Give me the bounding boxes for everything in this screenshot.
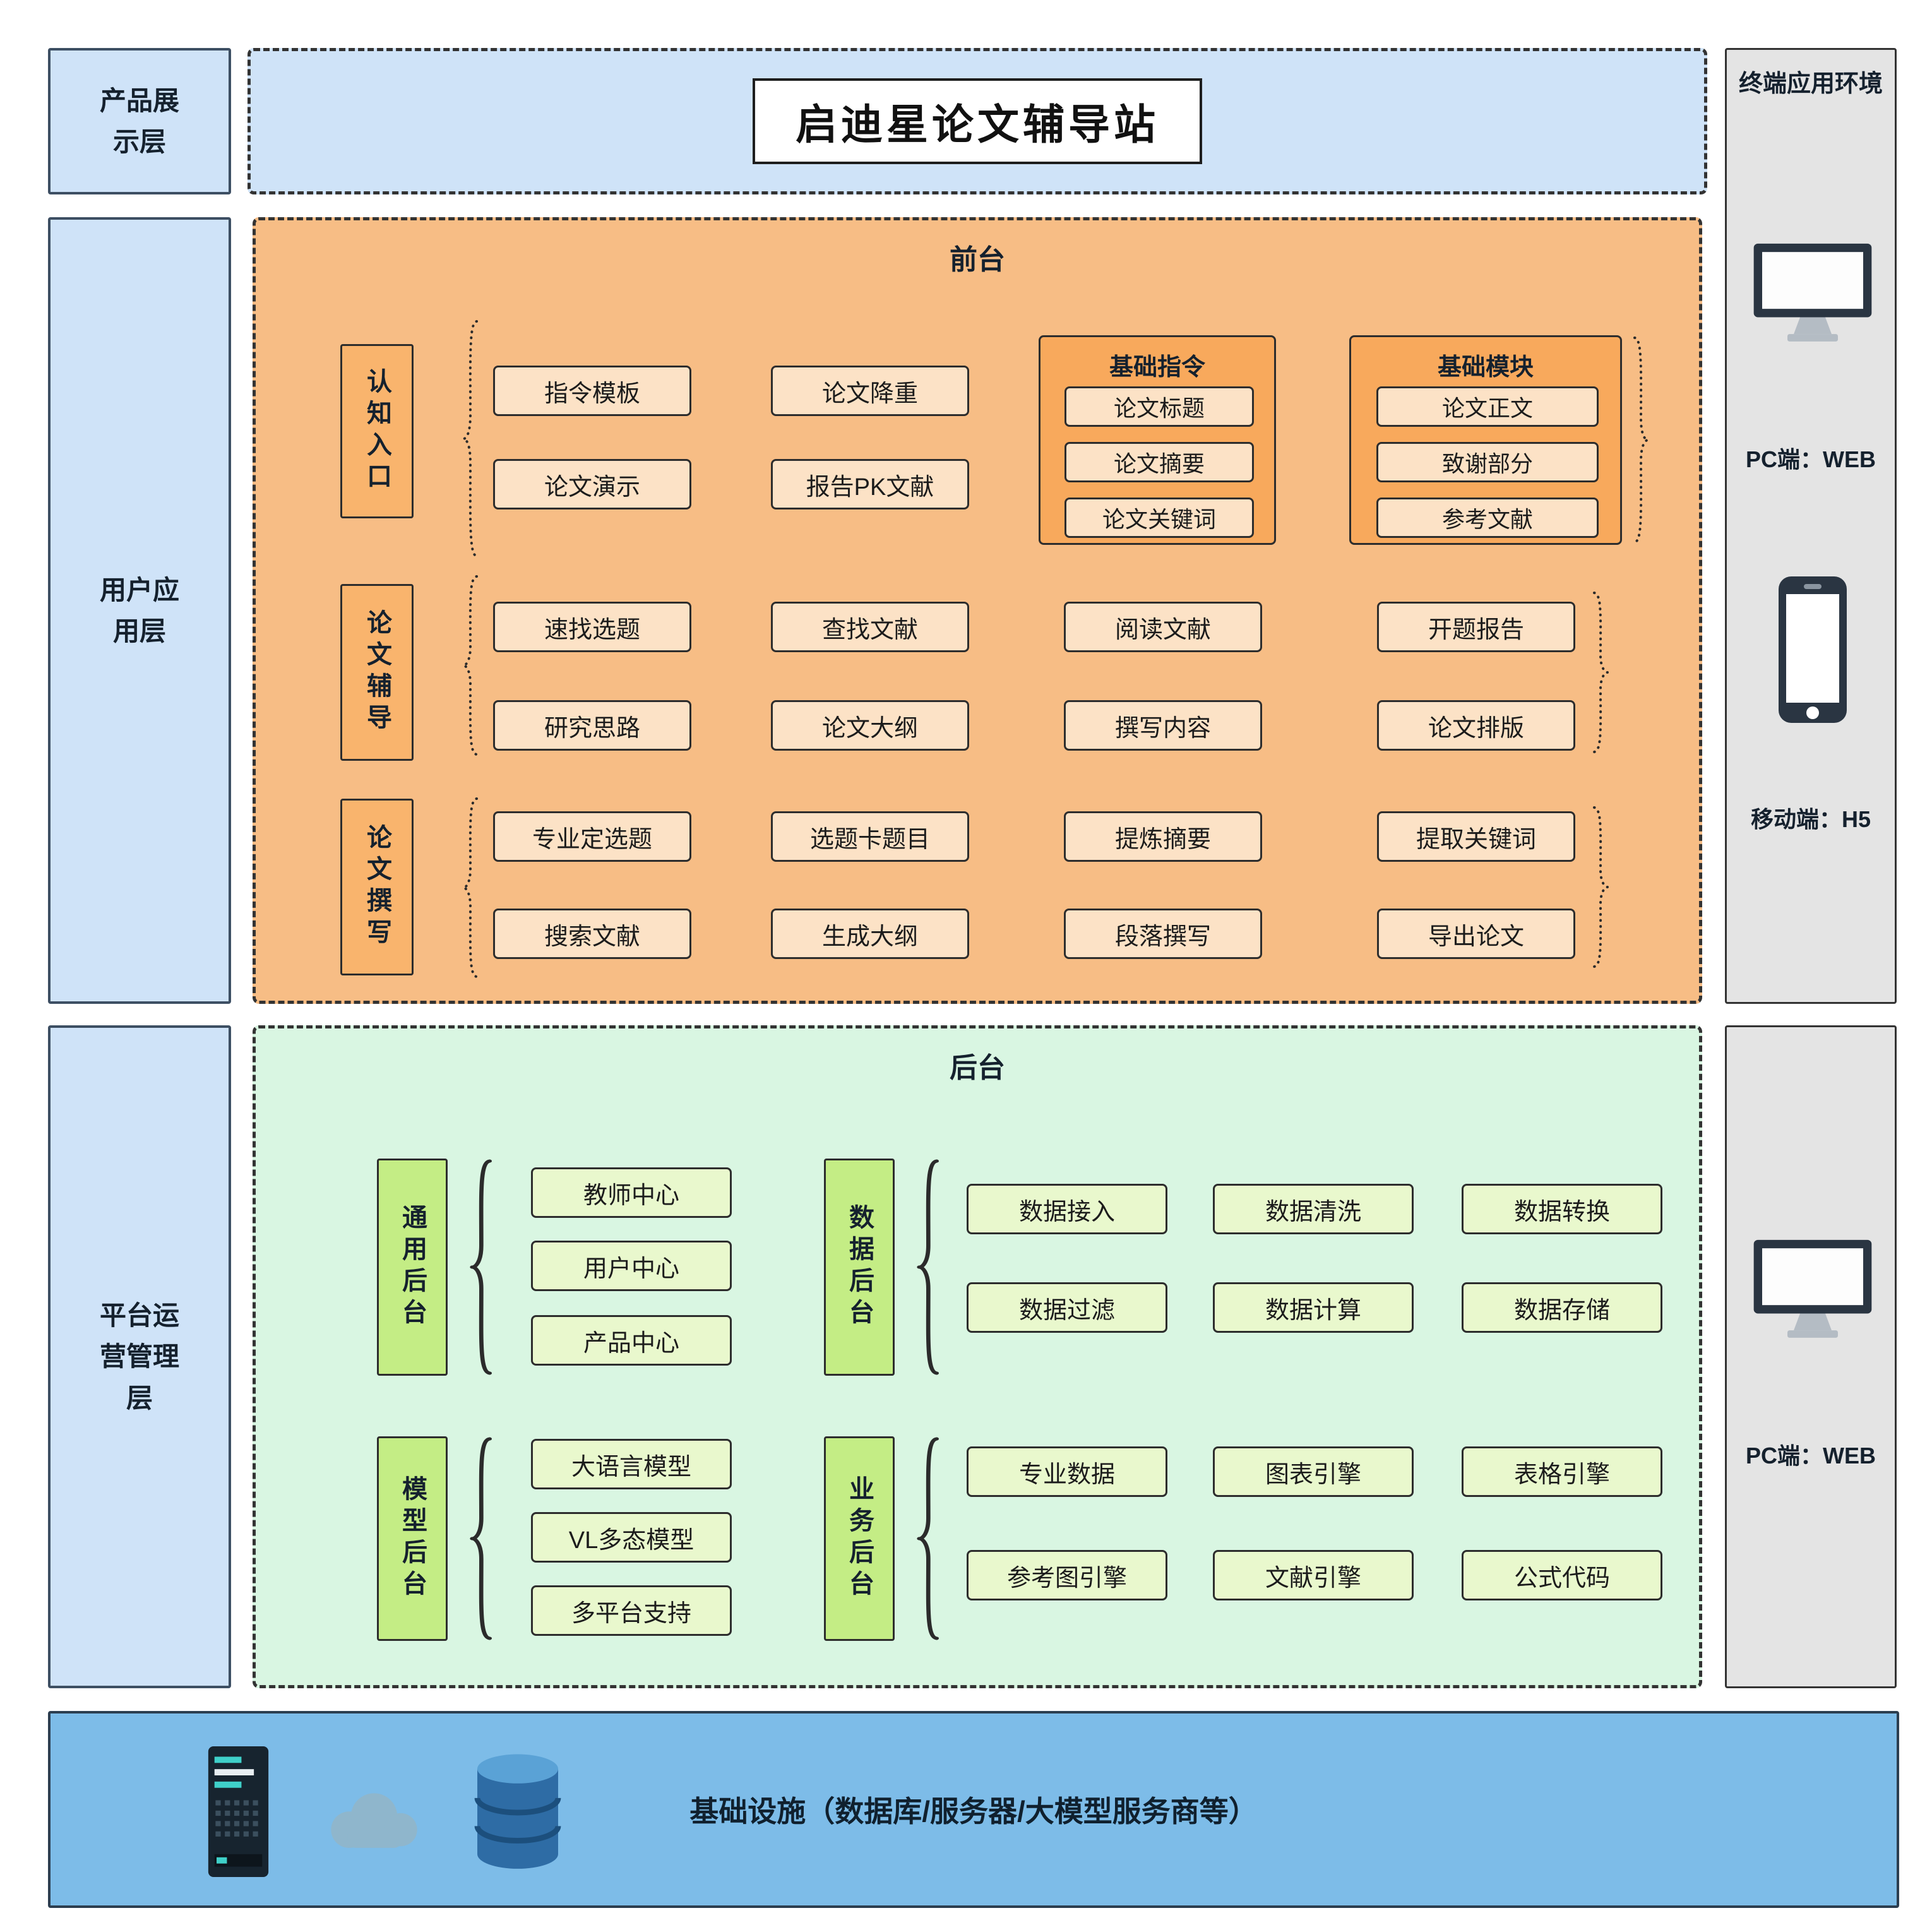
diagram-node: 数据存储 (1462, 1282, 1662, 1333)
monitor-icon (1753, 243, 1872, 342)
terminal-env-panel-2: PC端：WEB (1725, 1025, 1897, 1688)
pc-web-label: PC端：WEB (1746, 446, 1876, 472)
diagram-node: 数据计算 (1213, 1282, 1414, 1333)
diagram-node: 产品中心 (531, 1315, 732, 1366)
diagram-node: 指令模板 (493, 366, 691, 416)
group-basic-commands: 基础指令 论文标题 论文摘要 论文关键词 (1039, 335, 1276, 545)
page-title: 启迪星论文辅导站 (753, 78, 1202, 164)
diagram-node: VL多态模型 (531, 1512, 732, 1563)
diagram-node: 查找文献 (771, 602, 969, 652)
diagram-node: 专业定选题 (493, 811, 691, 862)
curly-brace-dotted-right (1593, 592, 1609, 753)
diagram-node: 文献引擎 (1213, 1550, 1414, 1600)
diagram-node: 致谢部分 (1376, 442, 1599, 482)
diagram-node: 阅读文献 (1064, 602, 1262, 652)
frontend-panel-label: 前台 (950, 244, 1005, 275)
curly-brace-dotted-right (1633, 337, 1649, 544)
diagram-node: 用户中心 (531, 1241, 732, 1291)
curly-brace-left (470, 1437, 492, 1640)
diagram-node: 速找选题 (493, 602, 691, 652)
database-icon (474, 1754, 561, 1869)
pc-web-label-2: PC端：WEB (1746, 1443, 1876, 1469)
diagram-node: 论文演示 (493, 459, 691, 510)
diagram-node: 大语言模型 (531, 1439, 732, 1489)
backend-group-label-data: 数据后台 (824, 1159, 895, 1376)
terminal-env-panel: 终端应用环境 PC端：WEB 移动端：H5 (1725, 48, 1897, 1004)
curly-brace-left (917, 1437, 939, 1640)
frontend-row-label-thesis-writing: 论文撰写 (340, 799, 414, 975)
infrastructure-bar: 基础设施（数据库/服务器/大模型服务商等） (48, 1711, 1899, 1908)
diagram-node: 公式代码 (1462, 1550, 1662, 1600)
backend-group-label-business: 业务后台 (824, 1436, 895, 1641)
product-display-panel: 启迪星论文辅导站 (247, 48, 1707, 194)
backend-panel: 后台 通用后台 教师中心 用户中心 产品中心 数据后台 数据接入 数据清洗 数据… (253, 1025, 1702, 1688)
diagram-node: 数据过滤 (967, 1282, 1167, 1333)
curly-brace-dotted-left (462, 797, 478, 978)
infrastructure-label: 基础设施（数据库/服务器/大模型服务商等） (689, 1795, 1258, 1828)
diagram-node: 论文正文 (1376, 386, 1599, 427)
diagram-node: 表格引擎 (1462, 1446, 1662, 1497)
diagram-node: 论文排版 (1377, 700, 1575, 751)
layer-label-platform-operation: 平台运营管理层 (48, 1025, 231, 1688)
diagram-node: 提炼摘要 (1064, 811, 1262, 862)
layer-label-product-display: 产品展示层 (48, 48, 231, 194)
mobile-h5-label: 移动端：H5 (1750, 806, 1871, 832)
diagram-node: 开题报告 (1377, 602, 1575, 652)
curly-brace-left (917, 1159, 939, 1375)
diagram-node: 数据清洗 (1213, 1184, 1414, 1234)
curly-brace-dotted-left (462, 575, 478, 756)
diagram-node: 论文关键词 (1064, 498, 1254, 538)
backend-panel-label: 后台 (950, 1052, 1005, 1083)
curly-brace-left (470, 1159, 492, 1375)
diagram-node: 专业数据 (967, 1446, 1167, 1497)
backend-group-label-model: 模型后台 (377, 1436, 448, 1641)
diagram-node: 报告PK文献 (771, 459, 969, 510)
diagram-node: 数据转换 (1462, 1184, 1662, 1234)
diagram-node: 数据接入 (967, 1184, 1167, 1234)
curly-brace-dotted-left (462, 320, 478, 557)
diagram-node: 多平台支持 (531, 1585, 732, 1636)
frontend-row-label-thesis-tutoring: 论文辅导 (340, 584, 414, 761)
diagram-node: 研究思路 (493, 700, 691, 751)
layer-label-user-application: 用户应用层 (48, 217, 231, 1004)
diagram-node: 论文降重 (771, 366, 969, 416)
diagram-node: 图表引擎 (1213, 1446, 1414, 1497)
diagram-node: 提取关键词 (1377, 811, 1575, 862)
frontend-row-label-cognition-entry: 认知入口 (340, 344, 414, 518)
diagram-node: 搜索文献 (493, 909, 691, 959)
diagram-node: 生成大纲 (771, 909, 969, 959)
diagram-node: 段落撰写 (1064, 909, 1262, 959)
group-basic-modules: 基础模块 论文正文 致谢部分 参考文献 (1349, 335, 1622, 545)
server-icon (208, 1746, 269, 1877)
cloud-icon (331, 1793, 417, 1848)
group-label: 基础模块 (1437, 354, 1534, 381)
diagram-node: 参考图引擎 (967, 1550, 1167, 1600)
group-label: 基础指令 (1109, 354, 1205, 381)
diagram-node: 教师中心 (531, 1167, 732, 1218)
diagram-node: 选题卡题目 (771, 811, 969, 862)
diagram-node: 导出论文 (1377, 909, 1575, 959)
monitor-icon (1753, 1239, 1872, 1338)
curly-brace-dotted-right (1593, 806, 1609, 968)
backend-group-label-general: 通用后台 (377, 1159, 448, 1376)
diagram-node: 论文标题 (1064, 386, 1254, 427)
terminal-env-title: 终端应用环境 (1738, 71, 1883, 97)
diagram-node: 论文大纲 (771, 700, 969, 751)
frontend-panel: 前台 认知入口 指令模板 论文演示 论文降重 报告PK文献 基础指令 论文标题 … (253, 217, 1702, 1004)
diagram-node: 论文摘要 (1064, 442, 1254, 482)
smartphone-icon (1779, 576, 1847, 723)
diagram-node: 撰写内容 (1064, 700, 1262, 751)
diagram-node: 参考文献 (1376, 498, 1599, 538)
